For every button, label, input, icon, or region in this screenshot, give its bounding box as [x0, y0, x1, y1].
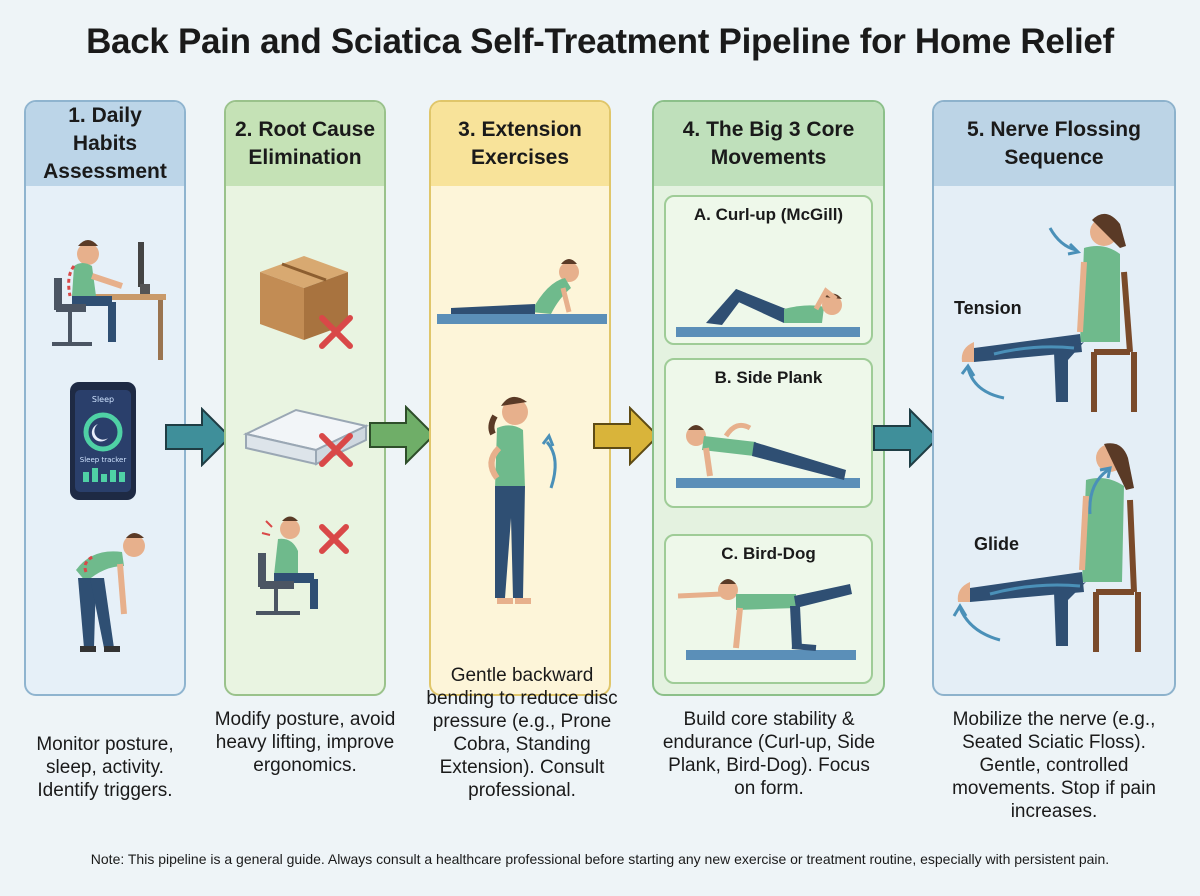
step-1-caption: Monitor posture, sleep, activity. Identi…	[36, 734, 174, 801]
step-3-panel: 3. Extension Exercises	[429, 100, 611, 696]
curl-up-card: A. Curl-up (McGill)	[664, 195, 873, 345]
curl-up-title: A. Curl-up (McGill)	[693, 205, 844, 224]
side-plank-card: B. Side Plank	[664, 358, 873, 508]
prone-cobra-illustration	[437, 259, 607, 324]
step-4-panel: 4. The Big 3 Core Movements A. Curl-up (…	[652, 100, 885, 696]
glide-floss-illustration	[952, 443, 1141, 652]
glide-label: Glide	[974, 534, 1020, 554]
step-4-caption: Build core stability & endurance (Curl-u…	[662, 709, 876, 799]
phone-header: Sleep	[92, 395, 114, 404]
tension-floss-illustration	[960, 213, 1137, 412]
phone-label: Sleep tracker	[80, 456, 127, 464]
standing-extension-illustration	[488, 396, 557, 604]
step-5-panel: 5. Nerve Flossing Sequence Tension Glide	[932, 100, 1176, 696]
step-2-panel: 2. Root Cause Elimination	[224, 100, 386, 696]
soft-mattress-crossed-illustration	[242, 408, 370, 467]
disclaimer-note: Note: This pipeline is a general guide. …	[90, 851, 1110, 867]
step-5-caption: Mobilize the nerve (e.g., Seated Sciatic…	[952, 709, 1156, 822]
bird-dog-title: C. Bird-Dog	[721, 544, 816, 563]
heavy-box-crossed-illustration	[260, 256, 353, 349]
arrow-step-3-to-4	[593, 406, 660, 466]
step-1-panel: 1. Daily Habits Assessment Sleep Sleep t…	[24, 100, 186, 696]
bending-figure-illustration	[76, 533, 145, 652]
step-2-caption: Modify posture, avoid heavy lifting, imp…	[214, 709, 396, 776]
side-plank-illustration	[676, 422, 860, 488]
arrow-step-2-to-3	[369, 405, 436, 465]
step-4-heading: 4. The Big 3 Core Movements	[654, 102, 883, 186]
sleep-tracker-phone: Sleep Sleep tracker	[70, 382, 136, 500]
step-1-heading: 1. Daily Habits Assessment	[26, 102, 184, 186]
page-title: Back Pain and Sciatica Self-Treatment Pi…	[86, 22, 1114, 61]
curl-up-illustration	[676, 287, 860, 337]
step-3-caption: Gentle backward bending to reduce disc p…	[426, 665, 618, 801]
side-plank-title: B. Side Plank	[714, 368, 823, 387]
step-5-heading: 5. Nerve Flossing Sequence	[934, 102, 1174, 186]
arrow-step-4-to-5	[873, 408, 940, 468]
desk-posture-illustration	[52, 240, 166, 360]
step-2-heading: 2. Root Cause Elimination	[226, 102, 384, 186]
bird-dog-illustration	[677, 579, 856, 660]
arrow-step-1-to-2	[165, 407, 232, 467]
tension-label: Tension	[954, 298, 1022, 318]
bird-dog-card: C. Bird-Dog	[664, 534, 873, 684]
slouched-sitting-crossed-illustration	[256, 516, 349, 615]
step-3-heading: 3. Extension Exercises	[431, 102, 609, 186]
